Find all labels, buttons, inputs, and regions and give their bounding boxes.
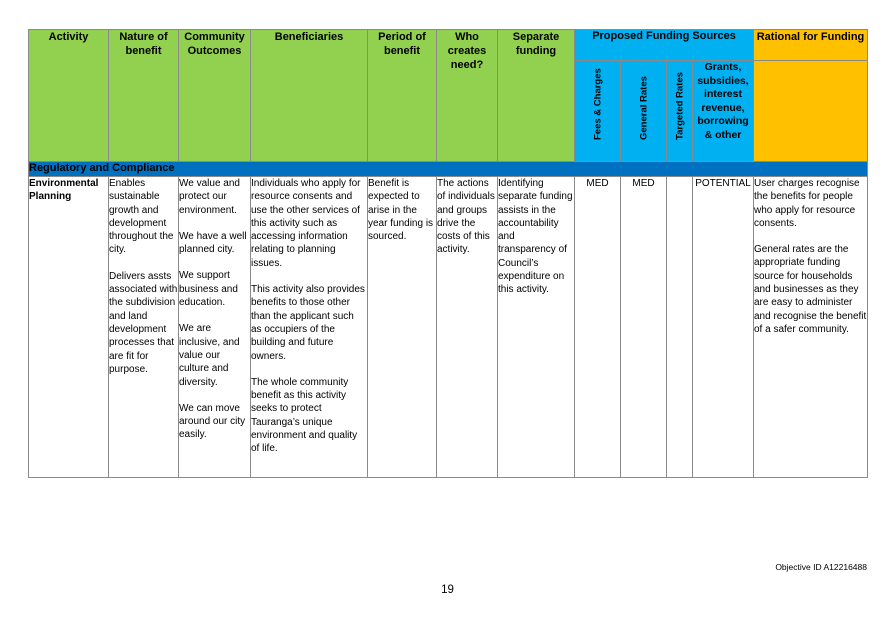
fees-label: Fees & Charges [591,67,603,140]
outcome-para: We are inclusive, and value our culture … [179,323,240,388]
outcome-para: We have a well planned city. [179,230,247,256]
header-nature-of-benefit: Nature of benefit [108,29,179,162]
header-community-outcomes: Community Outcomes [178,29,251,162]
header-row: Activity Nature of benefit Community Out… [28,29,868,162]
cell-separate-funding: Identifying separate funding assists in … [497,176,575,478]
cell-rational: User charges recognise the benefits for … [753,176,868,478]
cell-activity: Environmental Planning [28,176,109,478]
cell-beneficiaries: Individuals who apply for resource conse… [250,176,368,478]
header-activity: Activity [28,29,109,162]
outcome-para: We can move around our city easily. [179,402,246,441]
cell-general-rates: MED [620,176,667,478]
outcome-para: We value and protect our environment. [179,178,240,216]
nature-para: Delivers assts associated with the subdi… [109,270,178,375]
subheader-rational-blank [753,60,868,162]
page-number: 19 [441,584,454,596]
subheader-fees-charges: Fees & Charges [574,60,621,162]
subheader-general-rates: General Rates [620,60,667,162]
cell-fees: MED [574,176,621,478]
nature-para: Enables sustainable growth and developme… [109,178,174,256]
subheader-targeted-rates: Targeted Rates [666,60,693,162]
targeted-label: Targeted Rates [673,71,685,140]
header-beneficiaries: Beneficiaries [250,29,368,162]
table-row: Environmental Planning Enables sustainab… [28,176,868,478]
rational-para: General rates are the appropriate fundin… [754,244,867,335]
header-proposed-funding-sources: Proposed Funding Sources [574,29,754,61]
subheader-row: Fees & Charges General Rates Targeted Ra… [29,60,868,162]
beneficiaries-para: Individuals who apply for resource conse… [251,178,361,269]
beneficiaries-para: The whole community benefit as this acti… [251,376,358,455]
header-rational-for-funding: Rational for Funding [753,29,868,61]
cell-targeted-rates [666,176,693,478]
cell-outcomes: We value and protect our environment. We… [178,176,251,478]
cell-period: Benefit is expected to arise in the year… [367,176,437,478]
general-label: General Rates [637,75,649,140]
header-who-creates-need: Who creates need? [436,29,498,162]
beneficiaries-para: This activity also provides benefits to … [251,284,365,362]
funding-table: Activity Nature of benefit Community Out… [28,29,868,478]
subheader-grants: Grants, subsidies, interest revenue, bor… [692,60,754,162]
rational-para: User charges recognise the benefits for … [754,178,860,229]
objective-id: Objective ID A12216488 [775,562,867,572]
section-row: Regulatory and Compliance [28,161,868,177]
cell-grants: POTENTIAL [692,176,754,478]
header-separate-funding: Separate funding [497,29,575,162]
outcome-para: We support business and education. [179,270,238,309]
cell-who-creates-need: The actions of individuals and groups dr… [436,176,498,478]
section-title: Regulatory and Compliance [28,161,868,177]
cell-nature: Enables sustainable growth and developme… [108,176,179,478]
header-period-of-benefit: Period of benefit [367,29,437,162]
